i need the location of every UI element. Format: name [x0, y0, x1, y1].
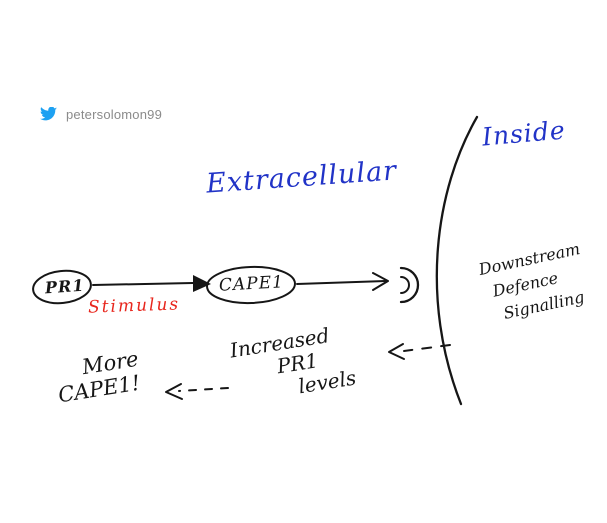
receptor-outer-arc — [401, 268, 418, 302]
attribution: petersolomon99 — [40, 107, 162, 122]
arrow-cape1-to-receptor — [297, 281, 386, 284]
cape1-ellipse — [206, 265, 295, 304]
stimulus-label: Stimulus — [87, 294, 181, 318]
cape1-label: CAPE1 — [218, 272, 285, 296]
cell-membrane-arc — [437, 117, 477, 404]
pr1-label: PR1 — [44, 275, 86, 298]
dashed-arrow-to-more-cape1-head — [166, 384, 182, 399]
dashed-arrow-to-increased — [404, 345, 450, 351]
arrow-cape1-to-receptor-head — [373, 273, 388, 290]
twitter-bird-icon — [40, 107, 57, 121]
receptor-inner-notch — [401, 277, 409, 293]
pr1-ellipse — [31, 268, 92, 306]
attribution-handle: petersolomon99 — [66, 107, 163, 122]
dashed-arrow-to-more-cape1 — [179, 388, 228, 391]
arrow-pr1-to-cape1 — [93, 283, 193, 285]
arrow-pr1-to-cape1-head — [193, 275, 211, 292]
dashed-arrow-to-increased-head — [389, 344, 404, 359]
